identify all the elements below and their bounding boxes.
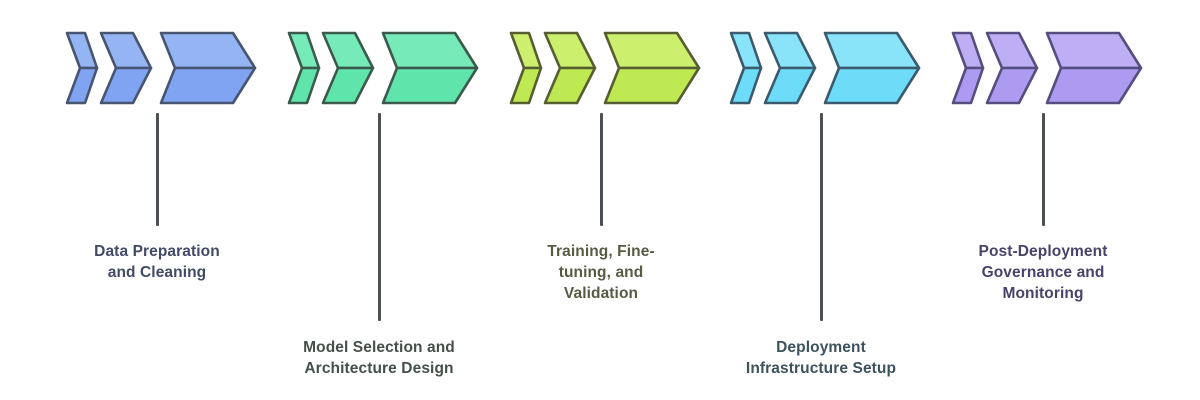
- chevron-arrow-group-icon: [280, 30, 480, 106]
- chevron-large-icon: [603, 31, 701, 105]
- chevron-arrow-group-icon: [944, 30, 1144, 106]
- chevron-large-icon: [159, 31, 257, 105]
- stage-connector-line: [599, 113, 603, 226]
- chevron-medium-icon: [543, 31, 597, 105]
- chevron-arrow-group-icon: [58, 30, 258, 106]
- stage-label: Data Preparation and Cleaning: [94, 243, 220, 281]
- chevron-small-icon: [729, 31, 763, 105]
- stage-label: Post-Deployment Governance and Monitorin…: [978, 243, 1108, 302]
- chevron-medium-icon: [99, 31, 153, 105]
- stage-connector-line: [155, 113, 159, 226]
- stage-training-validation: Training, Fine-tuning, and Validation: [502, 0, 702, 400]
- chevron-arrow-group-icon: [502, 30, 702, 106]
- chevron-medium-icon: [985, 31, 1039, 105]
- chevron-arrow-group-icon: [722, 30, 922, 106]
- stage-label: Model Selection and Architecture Design: [303, 339, 455, 377]
- chevron-small-icon: [951, 31, 985, 105]
- stage-model-selection: Model Selection and Architecture Design: [280, 0, 480, 400]
- stage-label: Training, Fine-tuning, and Validation: [547, 243, 655, 302]
- stage-post-deployment-governance: Post-Deployment Governance and Monitorin…: [944, 0, 1144, 400]
- chevron-small-icon: [509, 31, 543, 105]
- stage-data-preparation: Data Preparation and Cleaning: [58, 0, 258, 400]
- chevron-small-icon: [65, 31, 99, 105]
- chevron-small-icon: [287, 31, 321, 105]
- chevron-medium-icon: [763, 31, 817, 105]
- chevron-large-icon: [1045, 31, 1143, 105]
- stage-connector-line: [819, 113, 823, 321]
- stage-label: Deployment Infrastructure Setup: [745, 339, 897, 377]
- stage-connector-line: [1041, 113, 1045, 226]
- stage-deployment-infrastructure: Deployment Infrastructure Setup: [722, 0, 922, 400]
- chevron-medium-icon: [321, 31, 375, 105]
- stage-connector-line: [377, 113, 381, 321]
- chevron-large-icon: [381, 31, 479, 105]
- chevron-large-icon: [823, 31, 921, 105]
